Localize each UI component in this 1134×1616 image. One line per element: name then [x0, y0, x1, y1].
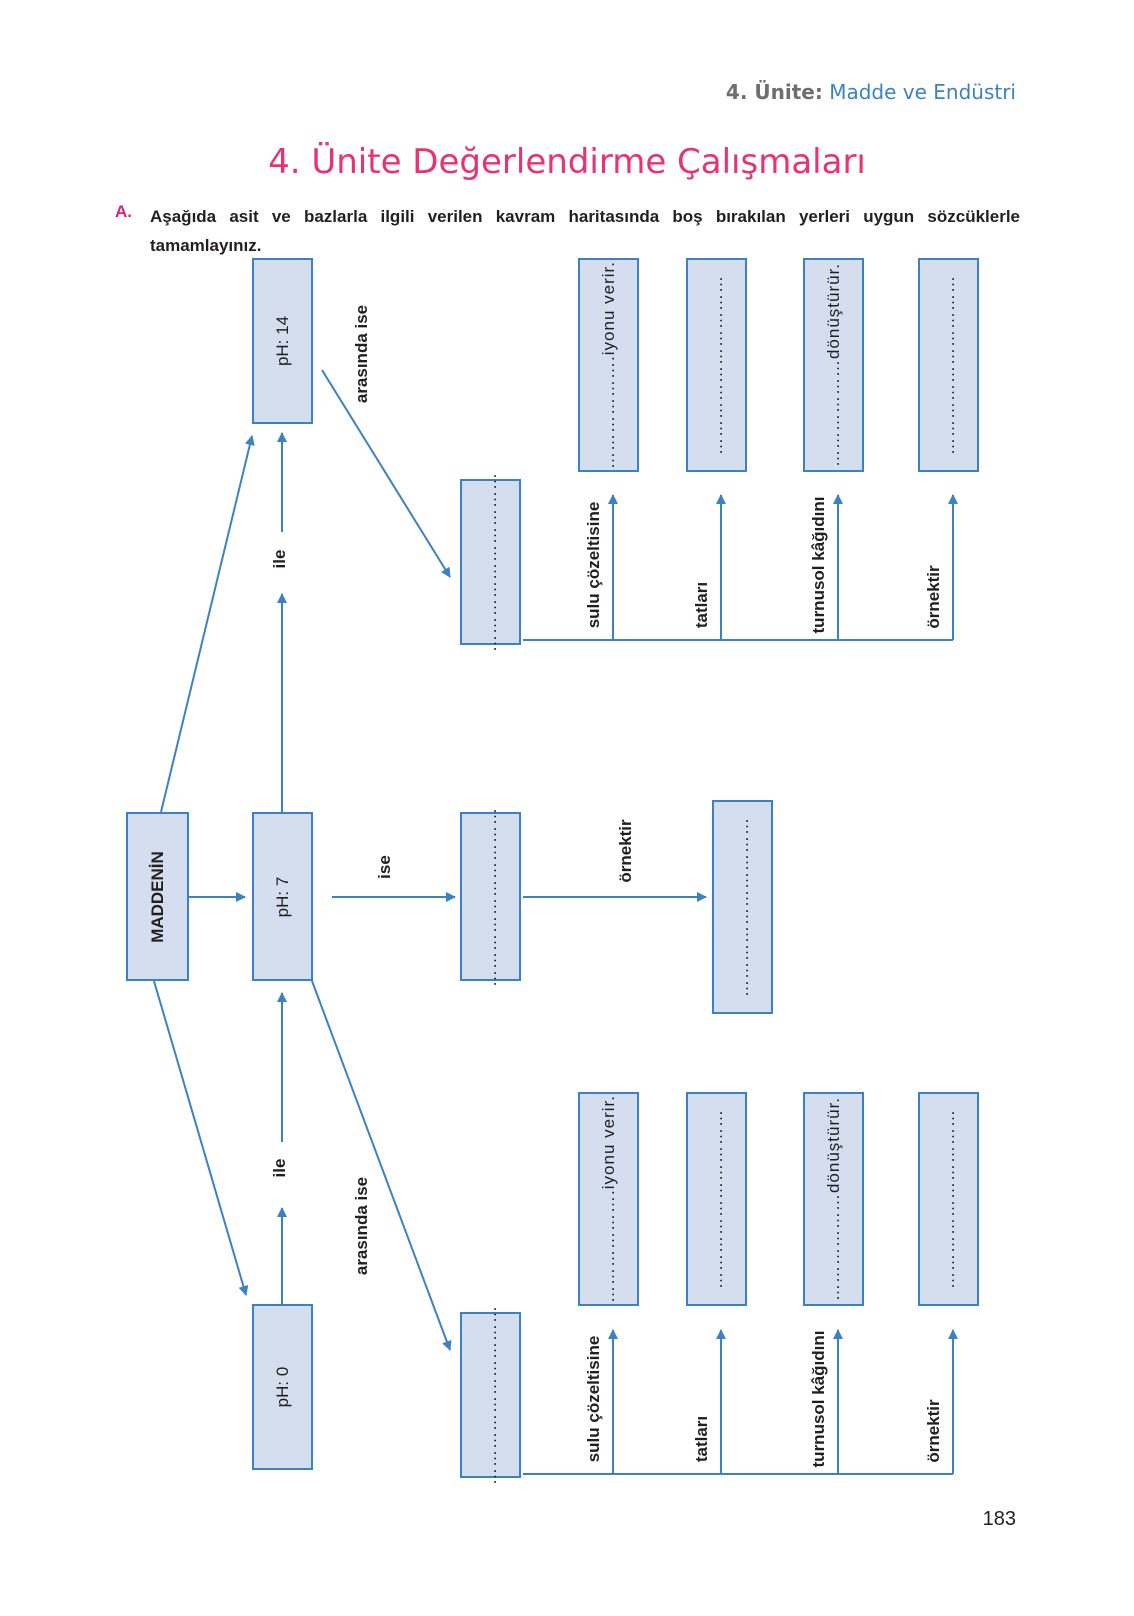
top-branch-text-1: sulu çözeltisine [584, 501, 603, 629]
bottom-box-1[interactable]: ……………….iyonu verir. [578, 1092, 639, 1306]
ph0-label: pH: 0 [272, 1366, 292, 1408]
unit-topic: Madde ve Endüstri [829, 80, 1016, 104]
ph14-label: pH: 14 [272, 315, 292, 367]
page-header: 4. Ünite: Madde ve Endüstri [726, 80, 1016, 104]
top-box-1-text: ……………….iyonu verir. [598, 261, 618, 469]
link-text-arasinda-ise-top: arasında ise [352, 304, 371, 404]
center-box-maddenin: MADDENİN [126, 812, 189, 981]
link-text-ile-top: ile [270, 549, 289, 569]
bottom-box-3[interactable]: ………………dönüştürür. [803, 1092, 864, 1306]
arrow-ph14-to-base-box [321, 369, 451, 578]
bottom-branch-text-3: turnusol kâğıdını [809, 1330, 828, 1468]
link-text-ornektir-middle: örnektir [616, 819, 635, 883]
top-box-2-text: ………………………… [706, 275, 726, 455]
top-box-4-text: ………………………… [938, 275, 958, 455]
top-box-3[interactable]: ………………dönüştürür. [803, 258, 864, 472]
ph0-box: pH: 0 [252, 1304, 313, 1470]
bottom-branch-text-1: sulu çözeltisine [584, 1335, 603, 1463]
bottom-box-4[interactable]: ………………………… [918, 1092, 979, 1306]
top-branch-text-3: turnusol kâğıdını [809, 496, 828, 634]
ph14-box: pH: 14 [252, 258, 313, 424]
bottom-branch-text-4: örnektir [924, 1399, 943, 1463]
ph7-box: pH: 7 [252, 812, 313, 981]
top-box-4[interactable]: ………………………… [918, 258, 979, 472]
bottom-branch-text-2: tatları [692, 1415, 711, 1463]
ph7-label: pH: 7 [272, 876, 292, 917]
base-blank-box[interactable]: ………………………… [460, 472, 521, 652]
neutral-example-blank: ………………………… [732, 817, 752, 997]
link-text-ise: ise [375, 855, 394, 879]
center-label: MADDENİN [147, 850, 167, 943]
neutral-blank: ………………………… [480, 806, 500, 987]
top-branch-text-2: tatları [692, 581, 711, 629]
arrow-ph7-to-acid-box [311, 980, 452, 1351]
link-text-arasinda-ise-bottom: arasında ise [352, 1176, 371, 1276]
arrow-center-to-ph0 [153, 980, 249, 1296]
acid-blank: ………………………… [480, 1305, 500, 1485]
top-branch-text-4: örnektir [924, 565, 943, 629]
bottom-box-3-text: ………………dönüştürür. [823, 1096, 843, 1302]
bottom-box-2[interactable]: ………………………… [686, 1092, 747, 1306]
page-number: 183 [982, 1508, 1016, 1530]
neutral-example-box[interactable]: ………………………… [712, 800, 773, 1014]
question-text: Aşağıda asit ve bazlarla ilgili verilen … [150, 207, 1020, 255]
top-box-3-text: ………………dönüştürür. [823, 262, 843, 468]
acid-blank-box[interactable]: ………………………… [460, 1305, 521, 1485]
link-text-ile-bottom: ile [270, 1158, 289, 1178]
question-letter: A. [115, 202, 132, 221]
page-title: 4. Ünite Değerlendirme Çalışmaları [268, 142, 866, 182]
arrow-center-to-ph14 [160, 435, 255, 813]
unit-label: 4. Ünite: [725, 80, 823, 104]
bottom-box-2-text: ………………………… [706, 1109, 726, 1289]
bottom-box-1-text: ……………….iyonu verir. [598, 1095, 618, 1303]
top-box-1[interactable]: ……………….iyonu verir. [578, 258, 639, 472]
neutral-blank-box[interactable]: ………………………… [460, 807, 521, 987]
base-blank: ………………………… [480, 472, 500, 652]
bottom-box-4-text: ………………………… [938, 1109, 958, 1289]
top-box-2[interactable]: ………………………… [686, 258, 747, 472]
